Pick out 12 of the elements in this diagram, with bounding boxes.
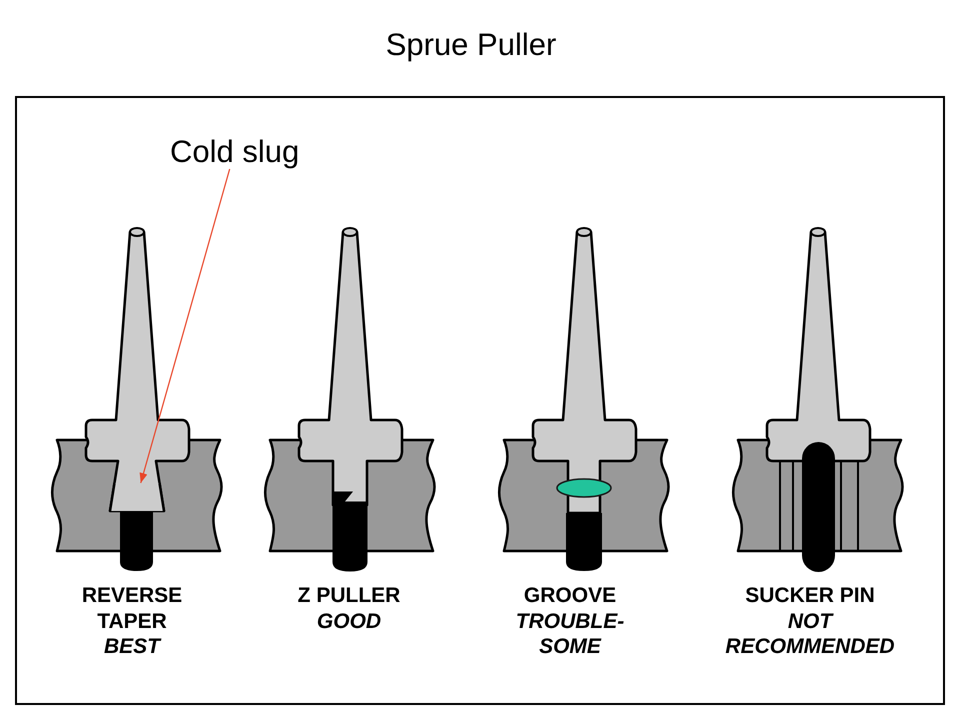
- puller-type-label: REVERSE TAPER: [80, 583, 184, 634]
- puller-type-label: GROOVE: [524, 583, 616, 608]
- rating-label: TROUBLE- SOME: [514, 608, 626, 660]
- puller-type-label: Z PULLER: [298, 583, 400, 608]
- cold-slug: [108, 483, 166, 513]
- rating-label: BEST: [104, 634, 160, 660]
- puller-type-label: SUCKER PIN: [745, 583, 875, 608]
- leader-line: [140, 168, 230, 484]
- diagram-title: Sprue Puller: [386, 27, 556, 62]
- rating-label: GOOD: [316, 608, 382, 634]
- rating-label: NOT RECOMMENDED: [724, 608, 896, 660]
- callout-label: Cold slug: [170, 134, 300, 169]
